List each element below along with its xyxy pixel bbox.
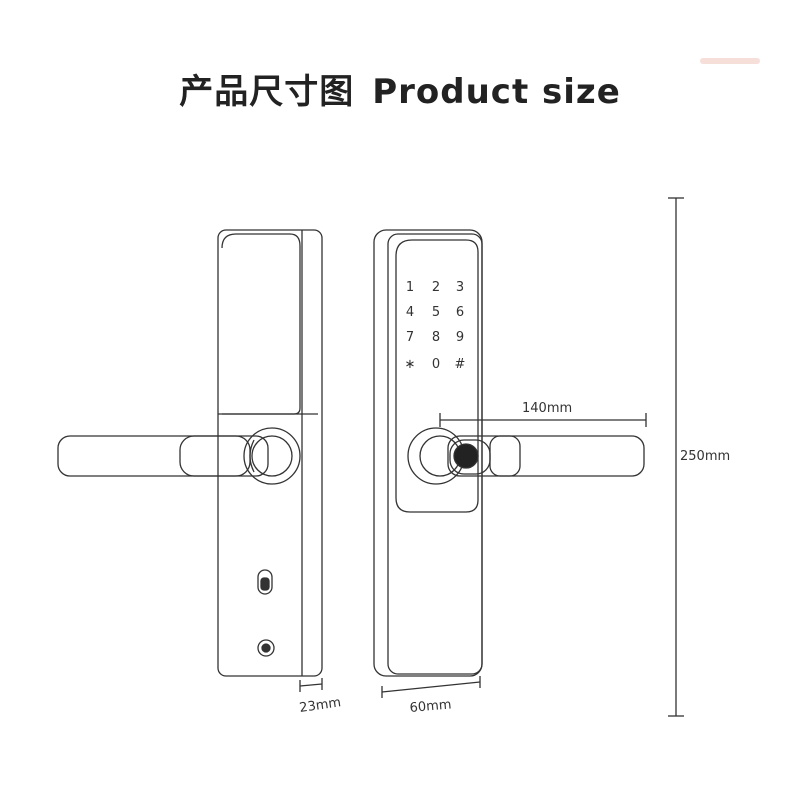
- keypad-key: 2: [432, 280, 440, 295]
- dim-label-width: 60mm: [409, 697, 452, 716]
- keypad-key: 5: [432, 305, 440, 320]
- back-handle-grip: [179, 435, 251, 477]
- keypad-key: #: [455, 357, 466, 372]
- keypad-key: 7: [406, 330, 414, 345]
- dim-label-thickness: 23mm: [298, 695, 342, 716]
- keypad-key: 1: [406, 280, 414, 295]
- keypad-key: 4: [406, 305, 414, 320]
- corner-accent: [700, 58, 760, 64]
- dim-label-handle-length: 140mm: [522, 401, 572, 416]
- fingerprint-sensor-icon: [453, 443, 479, 469]
- back-top-panel: [221, 233, 301, 415]
- front-panel: [395, 239, 479, 513]
- back-rose-curve: [249, 439, 255, 473]
- back-plate-outline: [217, 229, 323, 677]
- back-lock-body: [57, 229, 323, 677]
- thumb-turn: [257, 569, 273, 595]
- front-handle: [447, 435, 645, 477]
- front-plate-face: [387, 233, 483, 675]
- title-zh: 产品尺寸图: [179, 72, 355, 112]
- keypad-key: ∗: [405, 357, 416, 372]
- back-rose-inner: [251, 435, 293, 477]
- front-lock-body: [373, 229, 645, 677]
- back-handle: [57, 435, 269, 477]
- screw-core: [261, 643, 271, 653]
- keypad-key: 0: [432, 357, 440, 372]
- dim-label-height: 250mm: [680, 449, 730, 464]
- dim-line-width: [381, 681, 481, 693]
- thumb-turn-slot: [260, 577, 270, 591]
- dimension-lines: [299, 197, 684, 717]
- fingerprint-housing: [449, 439, 491, 475]
- page-title: 产品尺寸图 Product size: [0, 64, 800, 113]
- keypad-key: 8: [432, 330, 440, 345]
- back-rose-outer: [243, 427, 301, 485]
- dim-line-thickness: [299, 683, 323, 687]
- keypad: 1 2 3 4 5 6 7 8 9 ∗ 0 #: [405, 280, 466, 372]
- screw-hole: [257, 639, 275, 657]
- keypad-key: 6: [456, 305, 464, 320]
- keypad-key: 3: [456, 280, 464, 295]
- title-en: Product size: [372, 72, 621, 112]
- front-handle-collar: [489, 435, 521, 477]
- keypad-key: 9: [456, 330, 464, 345]
